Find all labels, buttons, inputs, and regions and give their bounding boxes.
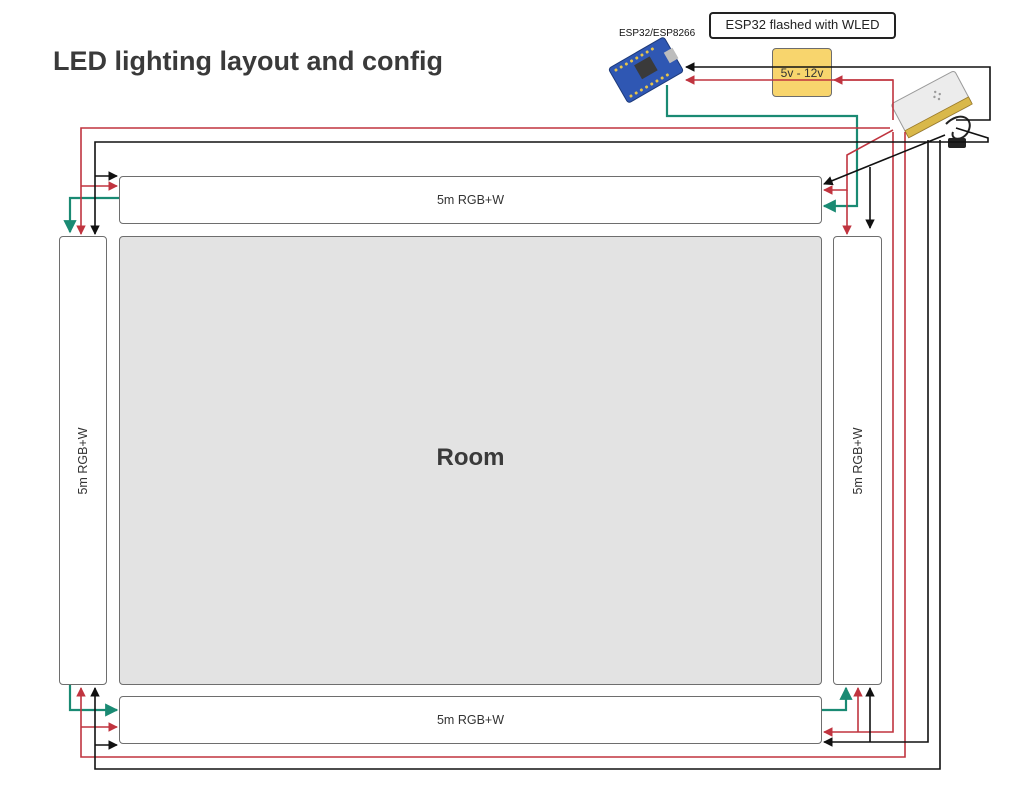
bottom-strip-label: 5m RGB+W: [436, 713, 505, 727]
page-title: LED lighting layout and config: [53, 46, 443, 76]
controller-label: ESP32/ESP8266: [619, 28, 696, 39]
power-supply-icon: [891, 70, 973, 139]
bottom-led-strip: 5m RGB+W: [119, 696, 822, 744]
right-led-strip: 5m RGB+W: [833, 236, 882, 685]
positive-wire: [76, 75, 906, 758]
wled-note-box: ESP32 flashed with WLED: [709, 12, 896, 39]
power-plug-icon: [945, 115, 971, 148]
top-strip-label: 5m RGB+W: [436, 193, 505, 207]
top-led-strip: 5m RGB+W: [119, 176, 822, 224]
data-wire: [63, 85, 859, 717]
room-label: Room: [436, 443, 505, 471]
microcontroller-board-icon: [608, 37, 684, 103]
left-led-strip: 5m RGB+W: [59, 236, 107, 685]
ground-wire: [90, 62, 991, 770]
room-area: Room: [119, 236, 822, 685]
voltage-regulator-box: 5v - 12v: [772, 48, 832, 97]
